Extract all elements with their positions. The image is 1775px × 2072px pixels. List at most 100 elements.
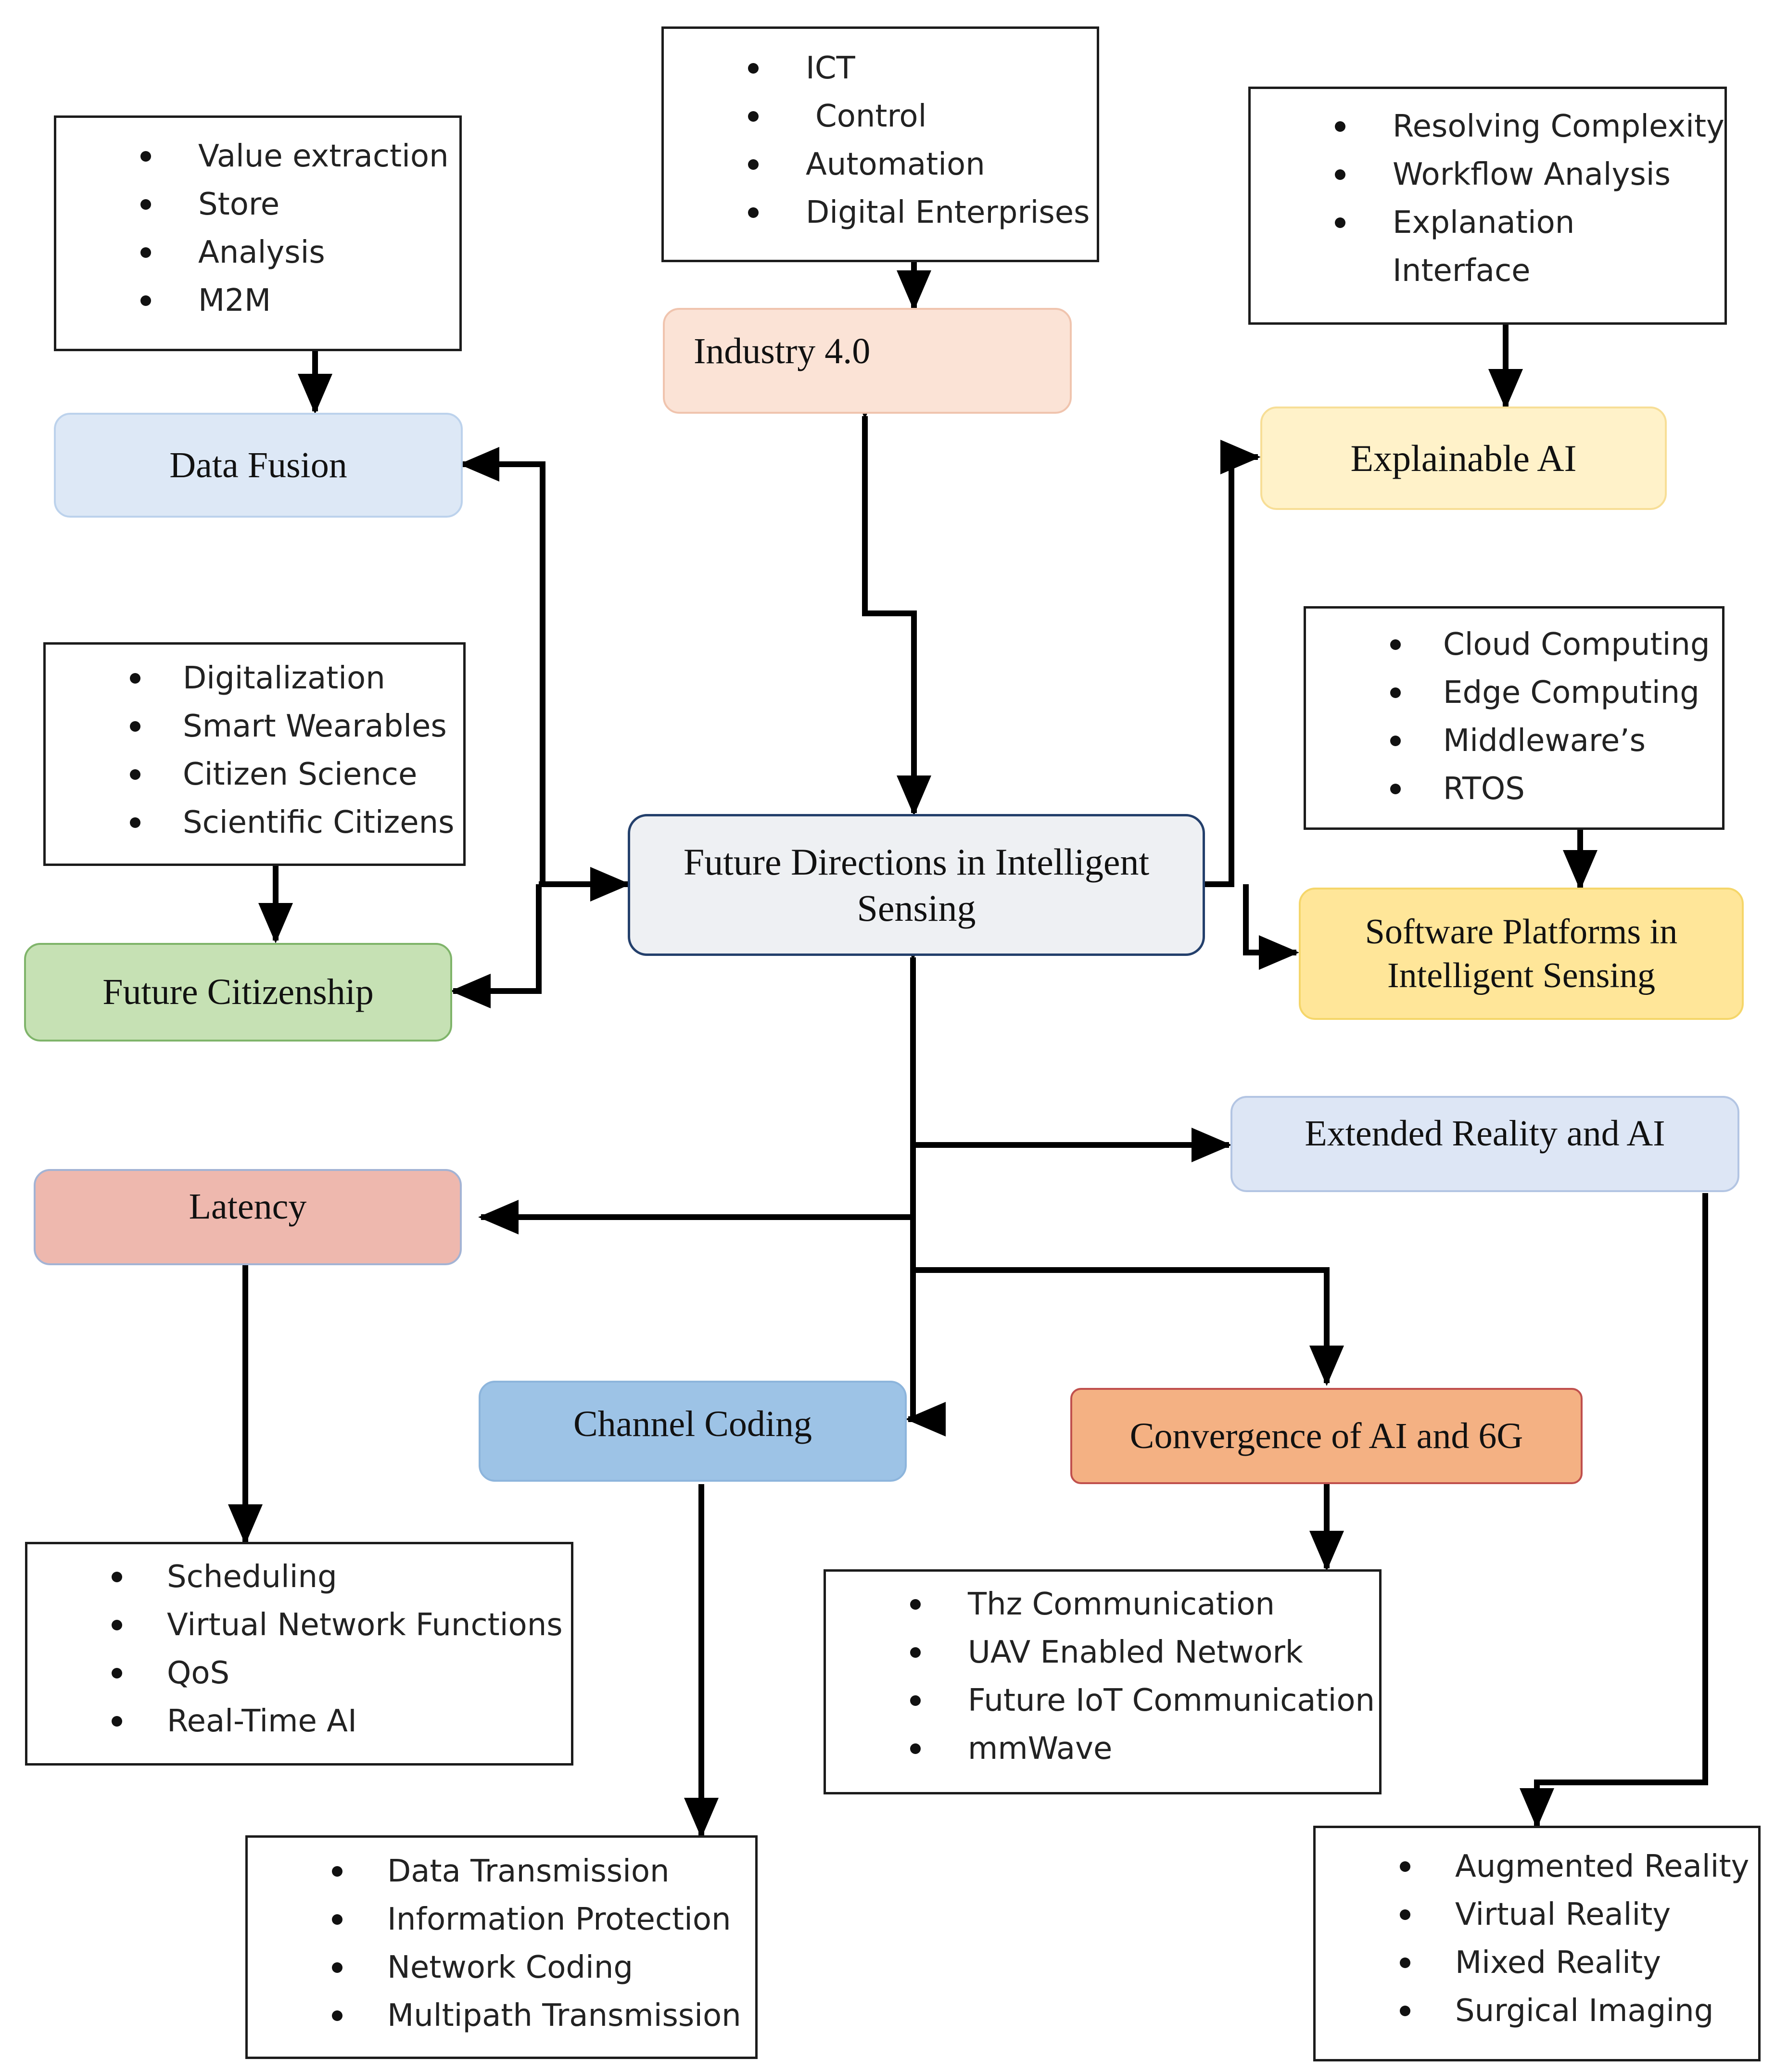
- list-item-text: Value extraction: [198, 139, 449, 174]
- central-node: Future Directions in Intelligent Sensing: [628, 814, 1205, 956]
- connector-hub-to-channel-coding: [905, 1198, 946, 1436]
- list-box-future-citizenship: Digitalization Smart Wearables Citizen S…: [43, 642, 466, 866]
- extended-reality-label: Extended Reality and AI: [1305, 1113, 1665, 1154]
- list-item-text: Data Transmission: [387, 1854, 670, 1889]
- list-box-extended-reality: Augmented Reality Virtual Reality Mixed …: [1313, 1826, 1761, 2061]
- list-box-latency: Scheduling Virtual Network Functions QoS…: [25, 1542, 573, 1766]
- list-item-text: Smart Wearables: [183, 709, 447, 744]
- list-item-text: Scientific Citizens: [183, 805, 455, 840]
- list-item-text: Virtual Network Functions: [167, 1607, 563, 1643]
- bullet-icon: [910, 1743, 921, 1754]
- list-item-text: RTOS: [1443, 771, 1525, 807]
- bullet-icon: [332, 1962, 342, 1973]
- list-item-text: Mixed Reality: [1455, 1945, 1661, 1981]
- bullet-icon: [140, 247, 151, 258]
- bullet-icon: [140, 151, 151, 162]
- bullet-icon: [112, 1572, 122, 1582]
- industry-label: Industry 4.0: [694, 331, 871, 371]
- list-box-industry: ICT Control Automation Digital Enterpris…: [661, 26, 1099, 262]
- node-channel-coding: Channel Coding: [479, 1381, 907, 1482]
- node-data-fusion: Data Fusion: [54, 413, 463, 518]
- bullet-icon: [332, 1866, 342, 1877]
- node-future-citizenship: Future Citizenship: [24, 943, 452, 1042]
- bullet-icon: [130, 721, 140, 732]
- node-convergence: Convergence of AI and 6G: [1070, 1388, 1583, 1484]
- bullet-icon: [748, 159, 759, 170]
- bullet-icon: [140, 199, 151, 210]
- list-box-explainable-ai: Resolving Complexity Workflow Analysis E…: [1248, 87, 1727, 325]
- software-platforms-label: Software Platforms in Intelligent Sensin…: [1365, 912, 1678, 995]
- bullet-icon: [1400, 1861, 1410, 1872]
- list-item-text: Multipath Transmission: [387, 1998, 741, 2034]
- bullet-icon: [748, 111, 759, 122]
- list-item-text: Virtual Reality: [1455, 1897, 1671, 1932]
- list-item-text: Cloud Computing: [1443, 627, 1710, 662]
- bullet-icon: [910, 1647, 921, 1658]
- list-item-text: Edge Computing: [1443, 675, 1699, 711]
- list-item-text: Augmented Reality: [1455, 1849, 1750, 1884]
- bullet-icon: [1335, 217, 1345, 228]
- bullet-icon: [1390, 639, 1401, 650]
- bullet-icon: [910, 1599, 921, 1610]
- bullet-icon: [1400, 1958, 1410, 1968]
- node-software-platforms: Software Platforms in Intelligent Sensin…: [1299, 888, 1744, 1020]
- connector-hub-to-convergence: [913, 1267, 1344, 1386]
- bullet-icon: [112, 1668, 122, 1678]
- bullet-icon: [332, 2010, 342, 2021]
- list-item-text: Analysis: [198, 235, 325, 270]
- bullet-icon: [130, 673, 140, 684]
- list-box-software-platforms: Cloud Computing Edge Computing Middlewar…: [1304, 606, 1724, 830]
- list-item-text: Network Coding: [387, 1950, 633, 1985]
- connector-hub-to-software: [1243, 884, 1299, 970]
- bullet-icon: [130, 769, 140, 780]
- bullet-icon: [1390, 784, 1401, 794]
- list-item-text: Automation: [806, 147, 985, 182]
- connector-hub-to-datafusion: [459, 447, 545, 884]
- bullet-icon: [1390, 736, 1401, 746]
- bullet-icon: [140, 295, 151, 306]
- node-industry-4-0: Industry 4.0: [663, 308, 1072, 414]
- list-item-text: Thz Communication: [968, 1587, 1275, 1622]
- future-citizenship-label: Future Citizenship: [102, 972, 374, 1013]
- convergence-label: Convergence of AI and 6G: [1129, 1415, 1523, 1456]
- node-latency: Latency: [34, 1169, 462, 1265]
- bullet-icon: [748, 63, 759, 74]
- list-item-text: QoS: [167, 1655, 230, 1691]
- latency-label: Latency: [189, 1186, 307, 1227]
- list-item-text: ICT: [806, 51, 855, 86]
- bullet-icon: [1390, 687, 1401, 698]
- bullet-icon: [1400, 1909, 1410, 1920]
- connector-extended-reality-to-list: [1520, 1193, 1708, 1829]
- connector-hub-to-citizenship: [450, 884, 542, 1008]
- explainable-ai-label: Explainable AI: [1350, 437, 1577, 479]
- list-item-text: Digital Enterprises: [806, 195, 1090, 230]
- connector-hub-to-explainable: [1165, 440, 1261, 902]
- bullet-icon: [748, 207, 759, 218]
- list-item-text: Citizen Science: [183, 757, 418, 792]
- bullet-icon: [332, 1914, 342, 1925]
- list-box-channel-coding: Data Transmission Information Protection…: [245, 1835, 758, 2059]
- list-box-convergence: Thz Communication UAV Enabled Network Fu…: [824, 1569, 1382, 1794]
- bullet-icon: [112, 1620, 122, 1630]
- node-extended-reality: Extended Reality and AI: [1230, 1096, 1739, 1192]
- list-box-data-fusion: Value extraction Store Analysis M2M: [54, 115, 462, 351]
- list-item-text: Control: [815, 99, 927, 134]
- list-item-text: Real-Time AI: [167, 1703, 357, 1739]
- list-item-text: M2M: [198, 283, 271, 318]
- list-item-text: Scheduling: [167, 1559, 337, 1595]
- list-item-text: Middleware’s: [1443, 723, 1646, 759]
- list-item-text: Future IoT Communication: [968, 1683, 1375, 1718]
- bullet-icon: [910, 1695, 921, 1706]
- list-item-text: Interface: [1393, 253, 1531, 289]
- bullet-icon: [1335, 169, 1345, 180]
- list-item-text: Digitalization: [183, 661, 385, 696]
- list-item-text: Explanation: [1393, 205, 1575, 241]
- list-item-text: UAV Enabled Network: [968, 1635, 1303, 1670]
- bullet-icon: [130, 817, 140, 828]
- list-item-text: Workflow Analysis: [1393, 157, 1671, 192]
- list-item-text: Resolving Complexity: [1393, 109, 1724, 144]
- list-item-text: Surgical Imaging: [1455, 1993, 1714, 2029]
- channel-coding-label: Channel Coding: [573, 1404, 812, 1444]
